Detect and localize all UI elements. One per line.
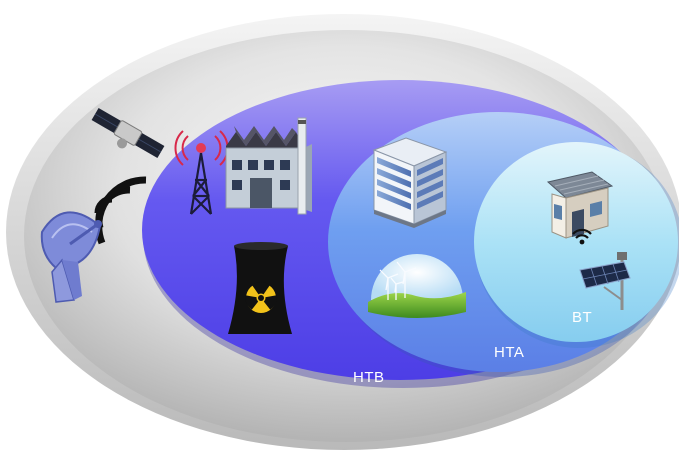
hta-label: HTA [494,344,525,361]
bt-label: BT [572,309,593,326]
wind-farm-icon [368,254,466,318]
smart-house-icon [546,171,614,245]
bt-zone [474,142,679,348]
htb-label: HTB [353,369,385,386]
factory-icon [225,117,312,215]
satellite-icon [91,107,165,159]
nuclear-cooling-tower-icon [228,242,292,334]
solar-panel-icon [579,252,631,310]
satellite-dish-icon [40,211,102,303]
office-building-icon [372,137,448,228]
